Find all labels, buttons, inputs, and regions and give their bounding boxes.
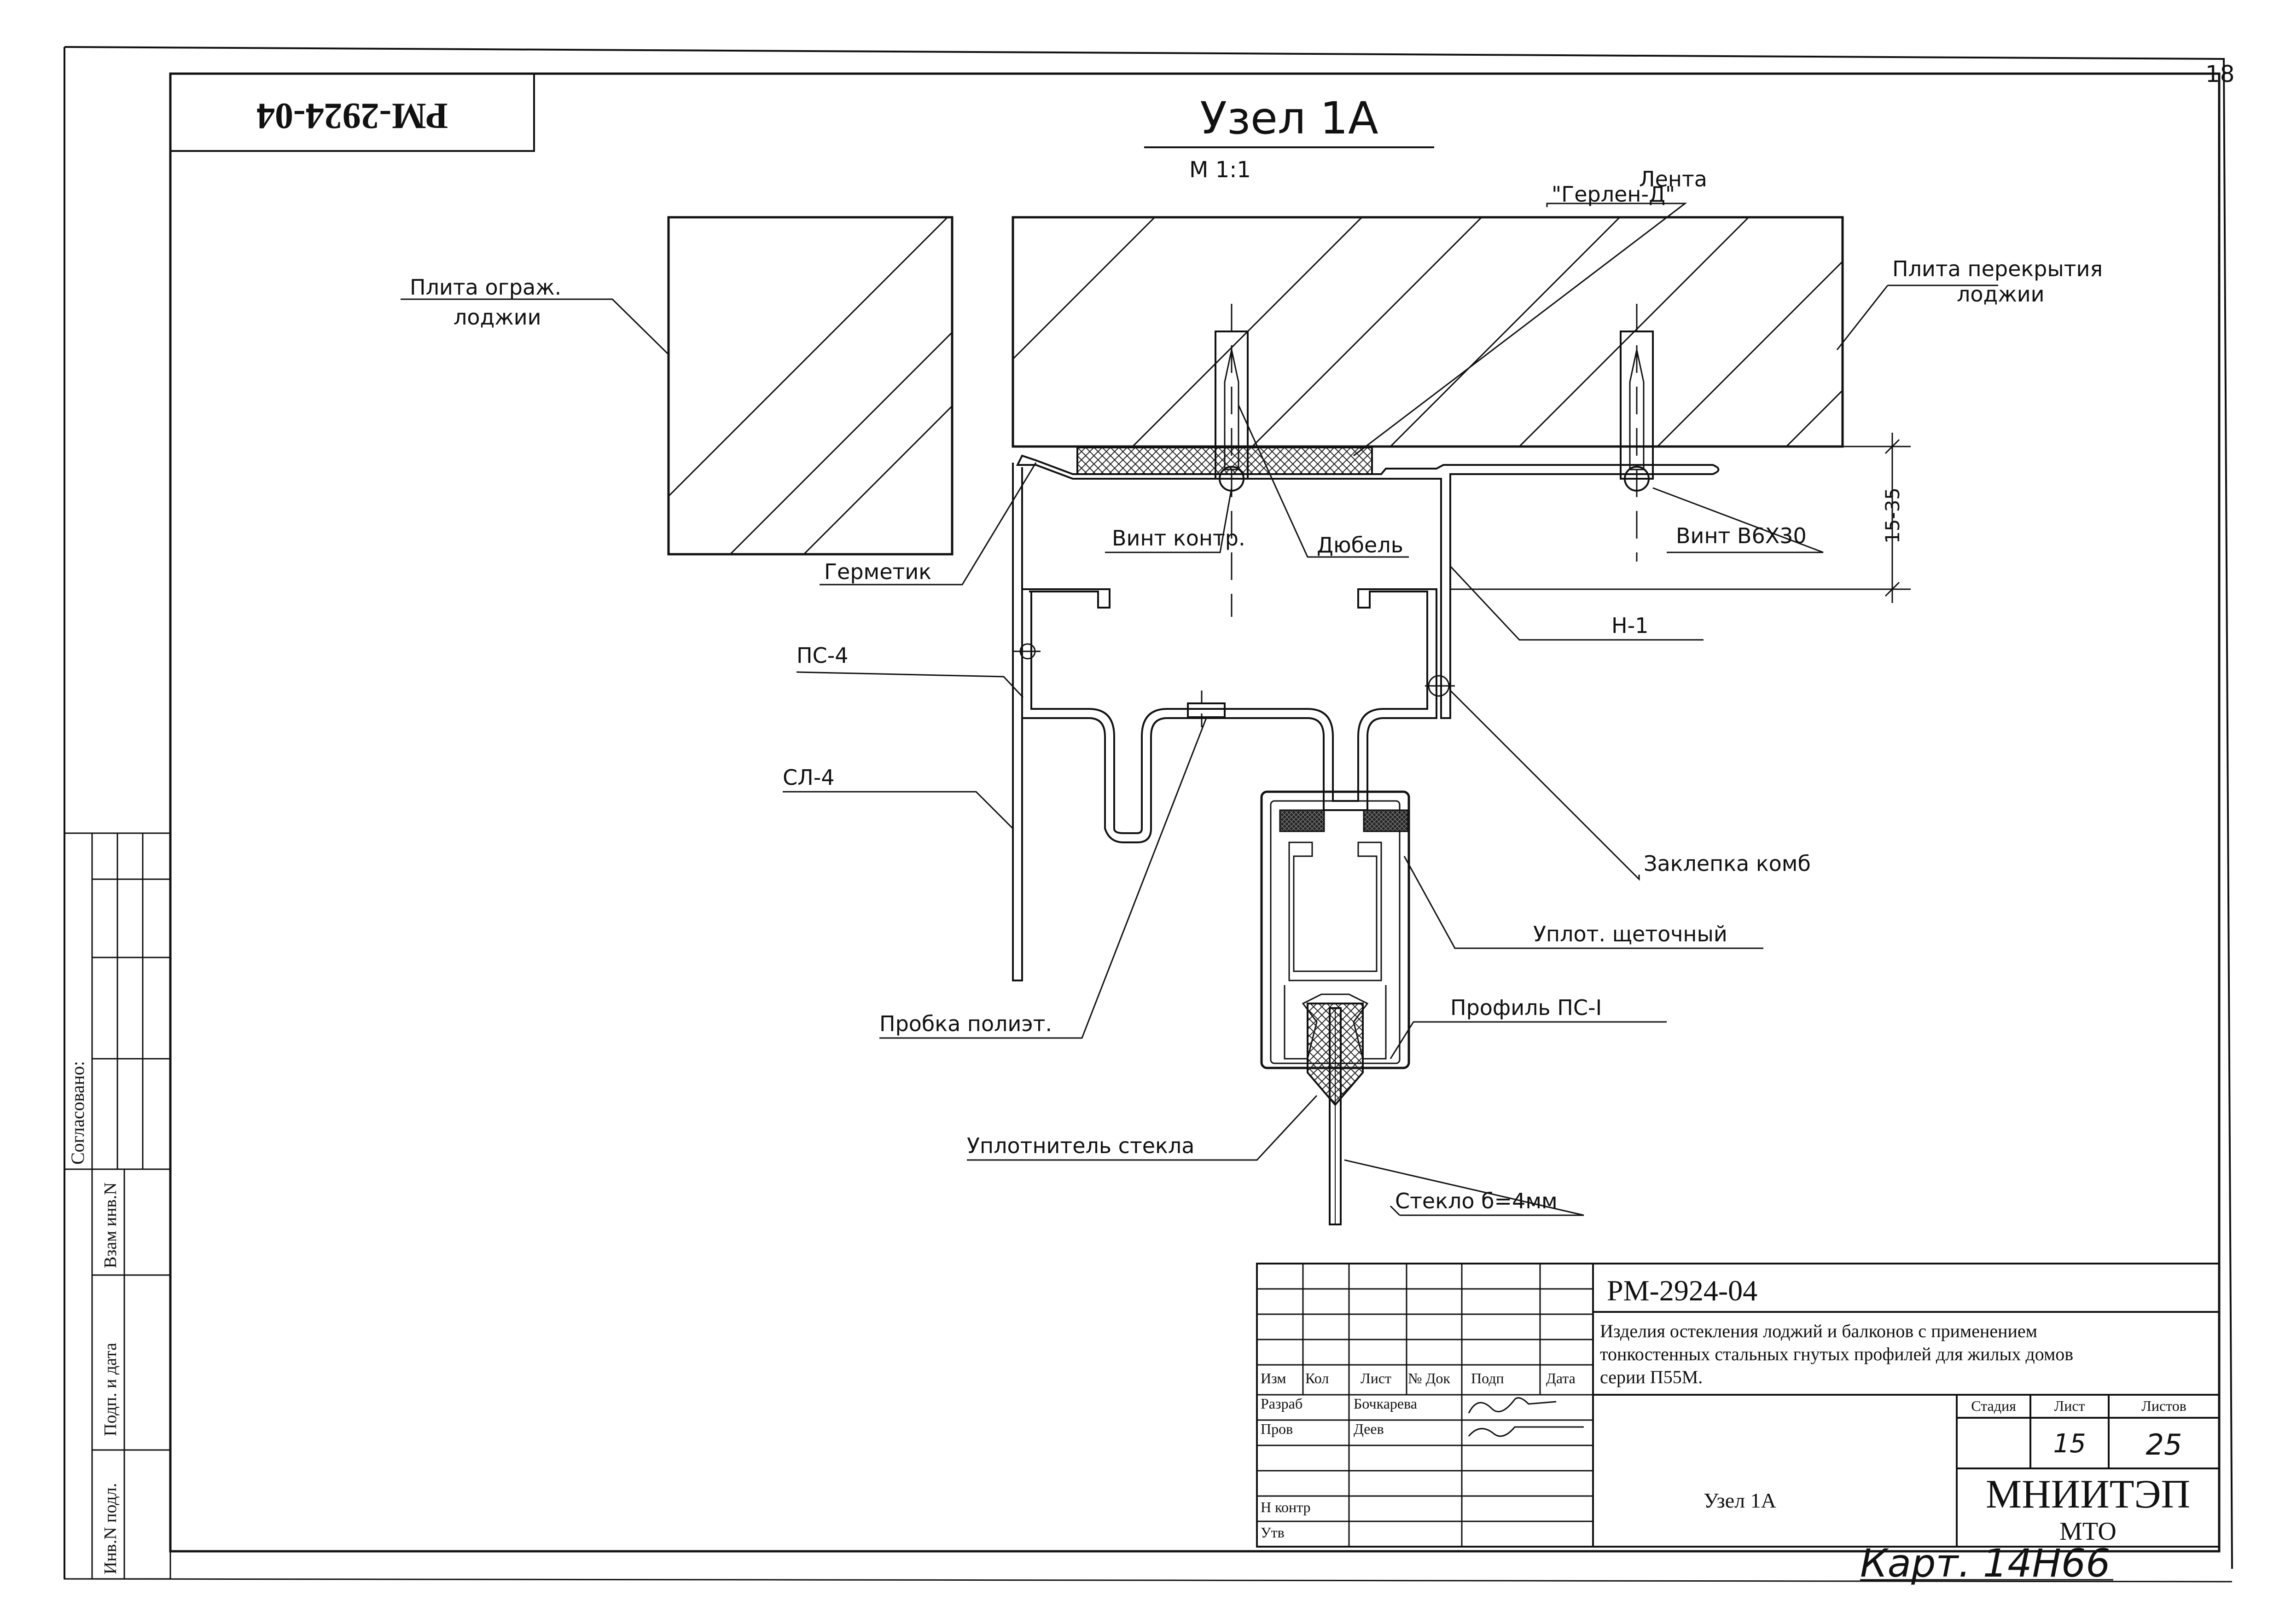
stage-label: Стадия [1971,1398,2016,1414]
role-prov: Пров [1261,1421,1293,1437]
header-list: Лист [1361,1370,1391,1386]
title-block: РМ-2924-04 Изделия остекления лоджий и б… [1256,1263,2220,1548]
label-zaklepka: Заклепка комб [1644,851,1811,876]
h1-plate [1016,454,1720,719]
list-value: 15 [2053,1429,2086,1459]
header-ndok: № Док [1408,1370,1450,1386]
role-razrab: Разраб [1261,1395,1302,1412]
signatures [1468,1397,1584,1437]
poly-plug [1187,702,1226,718]
inv-podl-label: Инв.N подл. [101,1483,120,1574]
label-germetik: Герметик [824,559,931,584]
stamp-code: РМ-2924-04 [256,96,448,136]
org-name: МНИИТЭП [1986,1472,2190,1517]
label-vint-b6x30: Винт В6Х30 [1676,523,1807,548]
doc-description-2: тонкостенных стальных гнутых профилей дл… [1600,1344,2073,1364]
handwritten-note: Карт. 14Н66 [1860,1541,2111,1586]
ps4-profile [1021,588,1437,843]
label-plita-ograzh-2: лоджии [454,305,541,330]
podp-data-label: Подп. и дата [101,1343,120,1436]
header-data: Дата [1546,1370,1576,1386]
doc-code: РМ-2924-04 [1607,1274,1757,1307]
header-podp: Подп [1471,1370,1504,1386]
role-nkontr: Н контр [1261,1499,1311,1515]
vzam-label: Взам инв.N [101,1183,120,1268]
header-izm: Изм [1261,1370,1286,1386]
name-prov: Деев [1354,1421,1384,1437]
label-steklo: Стекло б=4мм [1395,1189,1558,1213]
scale: М 1:1 [1189,157,1251,183]
sl4-strip [1012,463,1023,981]
label-plita-ograzh-1: Плита ограж. [410,275,561,300]
name-razrab: Бочкарева [1354,1395,1417,1412]
dimension-value: 15-35 [1881,487,1904,544]
label-probka: Пробка полиэт. [879,1011,1052,1036]
node-drawing [401,203,1998,1225]
sheet-title: Узел 1А [1704,1489,1776,1512]
label-lenta-2: "Герлен-Д" [1552,182,1675,207]
org-unit: МТО [2059,1517,2117,1546]
label-profil-ps1: Профиль ПС-I [1450,995,1602,1020]
title: Узел 1А [1200,93,1378,144]
soglasovano-label: Согласовано: [67,1061,88,1165]
label-uplot-shch: Уплот. щеточный [1533,922,1727,946]
dowel-right [1620,304,1654,562]
label-n1: Н-1 [1611,613,1648,638]
right-slab [1012,216,1897,448]
label-uplotnitel: Уплотнитель стекла [967,1133,1194,1158]
list-label: Лист [2054,1398,2085,1414]
dimension-15-35 [1450,433,1911,603]
label-sl4: СЛ-4 [783,765,835,790]
header-kol: Кол [1305,1370,1329,1386]
doc-description-1: Изделия остекления лоджий и балконов с п… [1600,1321,2037,1341]
approval-strip [64,832,171,1580]
leader-lines [401,203,1998,1216]
label-ps4: ПС-4 [797,643,849,668]
glass-assembly [1307,1003,1364,1225]
role-utv: Утв [1261,1524,1285,1541]
sheet-number: 18 [2205,61,2235,87]
label-vint-kontr: Винт контр. [1112,526,1245,551]
ps1-profile [1260,790,1410,1069]
doc-description-3: серии П55М. [1600,1367,1703,1387]
label-plita-perekr-2: лоджии [1957,282,2045,307]
lists-value: 25 [2146,1428,2182,1462]
label-lenta-1: Лента [1639,167,1707,191]
label-plita-perekr-1: Плита перекрытия [1892,256,2103,281]
sheet-frame [64,46,2233,1583]
stamp-box: РМ-2924-04 [169,73,535,152]
left-slab [667,216,954,556]
lists-label: Листов [2141,1398,2186,1414]
label-dyubel: Дюбель [1317,533,1403,557]
callout-labels: Лента "Герлен-Д" Плита ограж. лоджии Пли… [410,167,2103,1213]
drawing-title: Узел 1А М 1:1 [1144,93,1434,183]
